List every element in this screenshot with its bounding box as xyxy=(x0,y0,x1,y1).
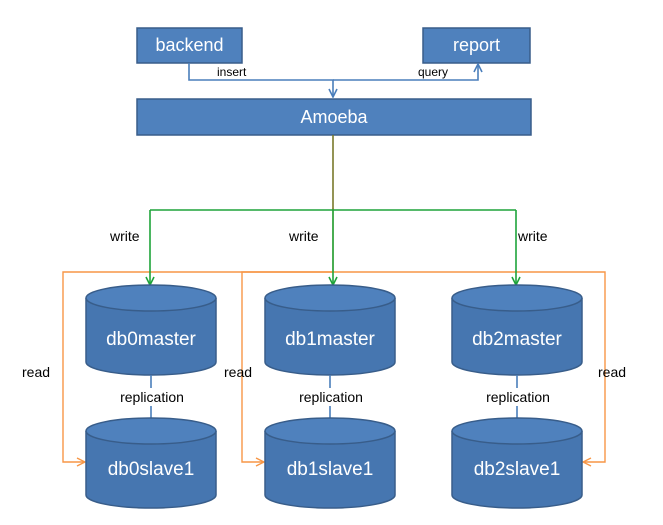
backend-label: backend xyxy=(155,35,223,55)
query-label: query xyxy=(418,65,448,79)
backend-node: backend xyxy=(136,27,243,64)
read-label-1: read xyxy=(224,364,252,380)
db0slave1-label: db0slave1 xyxy=(108,459,195,480)
replication-label-bg-0 xyxy=(112,388,192,406)
db2master-label: db2master xyxy=(472,329,562,350)
insert-label: insert xyxy=(217,65,247,79)
report-node: report xyxy=(422,27,531,64)
replication-label-bg-1 xyxy=(291,388,371,406)
db0slave1-node: db0slave1 xyxy=(85,417,217,509)
read-label-0: read xyxy=(22,364,50,380)
db2slave1-label: db2slave1 xyxy=(474,459,561,480)
db0master-label: db0master xyxy=(106,329,196,350)
db0master-node: db0master xyxy=(85,284,217,376)
db1slave1-node: db1slave1 xyxy=(264,417,396,509)
read-label-2: read xyxy=(598,364,626,380)
write-edges xyxy=(150,209,516,284)
amoeba-label: Amoeba xyxy=(300,107,368,127)
replication-label-2: replication xyxy=(486,389,550,405)
db1master-node: db1master xyxy=(264,284,396,376)
replication-label-bg-2 xyxy=(478,388,558,406)
report-label: report xyxy=(453,35,500,55)
write-label-0: write xyxy=(109,228,140,244)
db1master-label: db1master xyxy=(285,329,375,350)
insert-edge: insert xyxy=(188,63,333,96)
query-edge: query xyxy=(333,65,478,81)
replication-label-1: replication xyxy=(299,389,363,405)
db2slave1-node: db2slave1 xyxy=(451,417,583,509)
db1slave1-label: db1slave1 xyxy=(287,459,374,480)
write-label-2: write xyxy=(517,228,548,244)
write-label-1: write xyxy=(288,228,319,244)
db2master-node: db2master xyxy=(451,284,583,376)
replication-label-0: replication xyxy=(120,389,184,405)
amoeba-node: Amoeba xyxy=(136,98,532,136)
